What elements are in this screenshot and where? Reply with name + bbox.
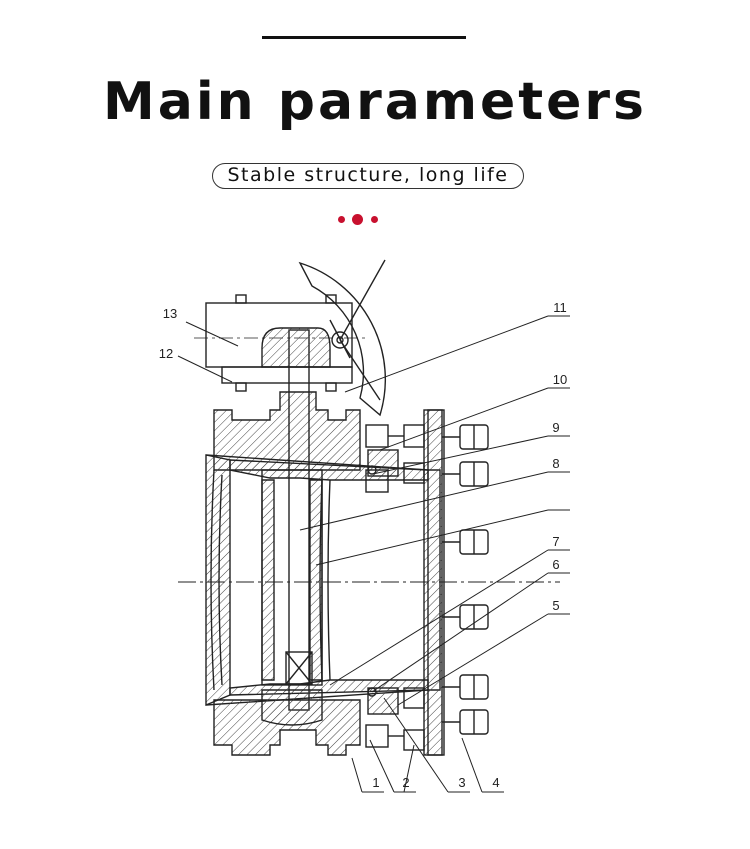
callout-1: 1	[372, 775, 379, 790]
callout-5: 5	[552, 598, 559, 613]
gear-sector	[298, 261, 387, 417]
callout-6: 6	[552, 557, 559, 572]
callout-3: 3	[458, 775, 465, 790]
callout-2: 2	[402, 775, 409, 790]
right-flange	[423, 409, 443, 756]
callout-10: 10	[553, 372, 567, 387]
seal-ring-bottom	[367, 687, 377, 697]
stem	[288, 329, 310, 711]
flange-bolts-outer	[442, 424, 489, 735]
callout-11: 11	[553, 300, 567, 315]
callout-12: 12	[159, 346, 173, 361]
decorative-dots	[334, 213, 384, 225]
dot-center	[352, 214, 363, 225]
bottom-flange	[213, 699, 361, 756]
subtitle-pill: Stable structure, long life	[212, 163, 524, 189]
worm-gear	[331, 331, 349, 349]
callout-9: 9	[552, 420, 559, 435]
callout-13: 13	[163, 306, 177, 321]
callout-7: 7	[552, 534, 559, 549]
page-title: Main parameters	[102, 72, 647, 132]
callout-8: 8	[552, 456, 559, 471]
leader-lines	[177, 315, 570, 793]
flange-bolts-inner	[365, 424, 425, 751]
disc	[319, 479, 323, 681]
callout-4: 4	[492, 775, 499, 790]
top-divider	[262, 36, 466, 39]
gearbox-base	[221, 366, 353, 384]
valve-body	[205, 454, 441, 706]
dot-right	[371, 216, 378, 223]
top-flange	[213, 391, 361, 471]
valve-technical-drawing: 1 2 3 4 5 6 7 8 9 10 11 12 13	[159, 259, 570, 793]
dot-left	[338, 216, 345, 223]
